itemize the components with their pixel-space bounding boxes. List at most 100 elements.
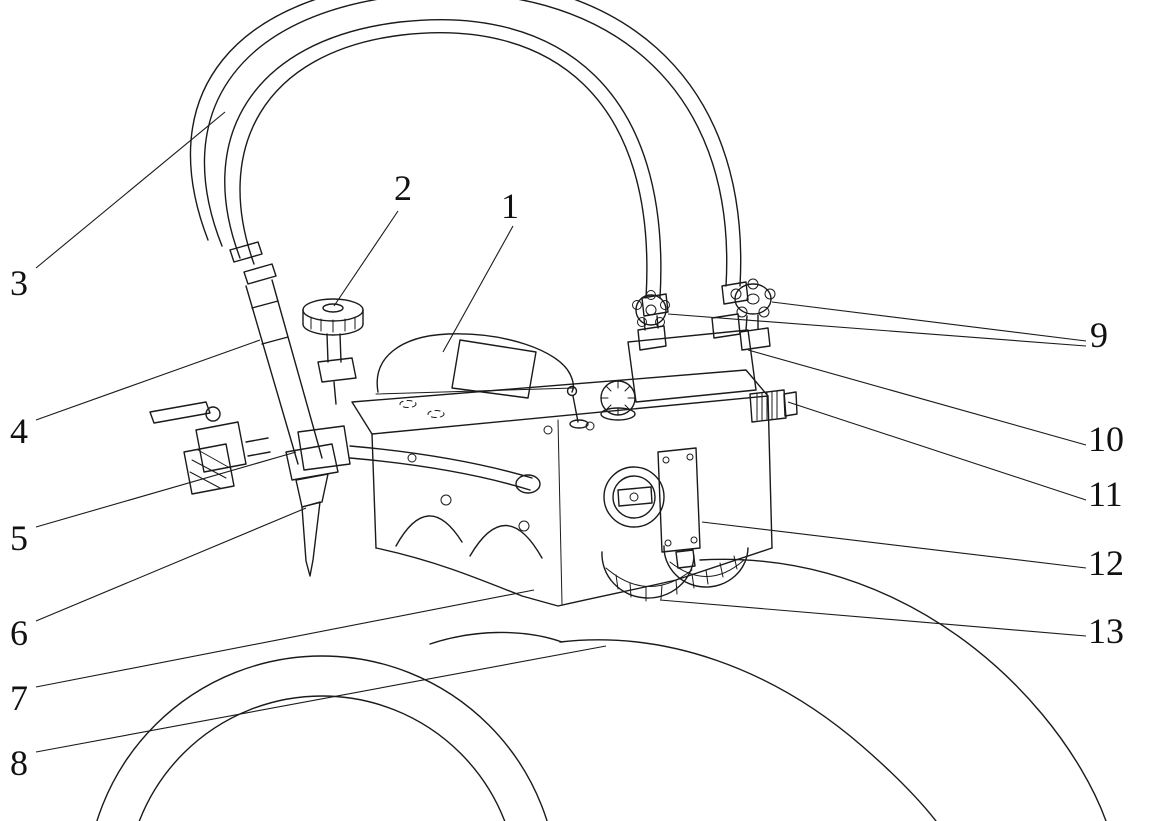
rod-boss <box>515 474 541 494</box>
leader-line-7 <box>35 589 535 688</box>
gas-hoses <box>189 0 749 317</box>
star-lobe <box>646 290 656 300</box>
pipe-end-inner-arc <box>138 695 506 821</box>
tread-tick <box>691 573 695 589</box>
roller-groove <box>669 559 745 577</box>
body-plate-separation <box>557 419 563 605</box>
hose-line <box>224 18 662 299</box>
handwheel-rim <box>302 298 364 322</box>
saddle-arch <box>395 515 463 547</box>
callout-9: 9 <box>667 301 1108 355</box>
rod-edge <box>349 445 533 479</box>
saddle-arch <box>469 524 543 559</box>
panel-screw <box>664 539 672 547</box>
star-hub <box>645 304 657 316</box>
handwheel-hub <box>322 303 344 313</box>
leader-line-8 <box>35 645 607 753</box>
valve-lever <box>149 401 211 424</box>
star-hub <box>746 293 760 305</box>
star-lobe <box>747 278 759 290</box>
star-lobe <box>758 306 770 318</box>
torch-holder-rod <box>349 445 541 494</box>
leader-line-9a <box>771 301 1087 342</box>
torch-ferrule <box>261 336 289 345</box>
valve-knurled-knob <box>183 443 235 495</box>
leader-line-3 <box>35 111 226 269</box>
dial-inner <box>612 475 656 519</box>
preheat-oxygen-valves <box>627 278 776 403</box>
electrical-connector <box>749 389 798 423</box>
callout-11: 11 <box>787 401 1123 514</box>
tread-tick <box>660 584 663 600</box>
pipe-end-outer-arc <box>96 655 548 821</box>
callout-label-11: 11 <box>1088 474 1123 514</box>
panel-tab <box>675 549 696 569</box>
dial-center <box>629 492 639 502</box>
panel-screw <box>686 453 694 461</box>
star-lobe <box>764 288 776 300</box>
cutting-torch <box>245 279 339 577</box>
handwheel-base-nut <box>317 357 357 383</box>
drive-rollers <box>601 545 749 602</box>
callout-8: 8 <box>10 645 607 783</box>
housing-dome <box>376 333 575 393</box>
roller-groove <box>605 567 693 587</box>
leader-line-4 <box>35 339 261 421</box>
torch-barrel-edge <box>271 279 323 459</box>
callout-label-10: 10 <box>1088 419 1124 459</box>
pipe-top-edge <box>429 631 563 645</box>
callout-13: 13 <box>659 599 1124 651</box>
hose-line <box>203 0 728 287</box>
callout-label-5: 5 <box>10 518 28 558</box>
star-lobe <box>660 300 670 310</box>
handwheel-stem <box>326 333 329 363</box>
star-lobe <box>637 317 647 327</box>
plate-hole <box>407 453 417 463</box>
knob-base <box>600 407 636 421</box>
connector-body <box>749 389 787 423</box>
valve-hex-nut <box>637 325 667 351</box>
leader-line-13 <box>659 599 1087 637</box>
plate-hole <box>518 520 530 532</box>
torch-clamp-block <box>297 425 351 471</box>
leader-line-9b <box>667 313 1087 347</box>
callout-4: 4 <box>10 339 261 451</box>
pipe-surface-arc <box>699 558 1107 821</box>
callout-label-1: 1 <box>501 186 519 226</box>
valve-stem <box>745 315 748 331</box>
tread-tick <box>733 555 738 570</box>
knurl-hatch <box>191 459 227 479</box>
valve-body <box>195 421 247 473</box>
callout-label-13: 13 <box>1088 611 1124 651</box>
callout-label-9: 9 <box>1090 315 1108 355</box>
callout-label-8: 8 <box>10 743 28 783</box>
callout-10: 10 <box>747 349 1124 459</box>
leader-line-2 <box>333 210 399 307</box>
tread-tick <box>675 579 678 595</box>
hose-fitting <box>721 281 749 305</box>
callout-6: 6 <box>10 507 307 653</box>
workpiece-pipe <box>96 558 1107 821</box>
knob-tick <box>624 385 631 392</box>
dial-handle-bar <box>617 486 653 507</box>
callout-5: 5 <box>10 451 297 558</box>
callout-label-2: 2 <box>394 168 412 208</box>
star-lobe <box>736 306 748 318</box>
handwheel-stem <box>339 333 342 363</box>
torch-ferrule <box>251 300 279 309</box>
plate-hole <box>440 494 452 506</box>
callout-label-7: 7 <box>10 678 28 718</box>
knurl-hatch <box>189 471 221 489</box>
leader-line-1 <box>442 225 514 353</box>
deck-screw <box>585 421 595 431</box>
housing-panel <box>451 339 537 399</box>
body-left-edge <box>371 433 377 549</box>
torch-barrel-edge <box>245 285 299 465</box>
toggle-lever-tip <box>566 385 578 397</box>
motor-housing <box>375 333 575 399</box>
callouts: 1 2 3 4 5 6 7 <box>10 111 1124 783</box>
valve-link <box>245 437 269 443</box>
deck-hole-hidden <box>399 400 417 408</box>
toggle-lever <box>572 395 579 423</box>
